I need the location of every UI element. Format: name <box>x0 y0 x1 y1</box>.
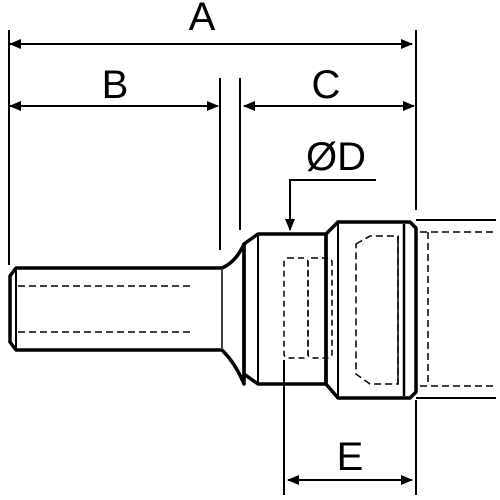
extension-lines <box>8 30 417 495</box>
dimension-d-label: ØD <box>306 135 366 179</box>
dimension-e: E <box>287 435 413 485</box>
dimension-a-label: A <box>189 0 216 39</box>
dimension-c-label: C <box>312 63 341 107</box>
head-section <box>324 220 418 400</box>
dimension-d-leader <box>285 179 376 231</box>
head-outline <box>324 220 418 400</box>
dimension-e-label: E <box>337 435 364 479</box>
dimension-a: A <box>9 0 413 49</box>
dimension-b: B <box>9 63 219 111</box>
head-inner-socket <box>355 235 399 385</box>
dimension-c: C <box>243 63 415 111</box>
inner-pocket-left <box>283 257 309 359</box>
shank-outline <box>8 242 246 386</box>
dimension-b-label: B <box>102 63 129 107</box>
dimension-d: ØD <box>285 135 376 231</box>
inner-pocket-right <box>307 257 333 359</box>
middle-body <box>242 232 333 386</box>
threaded-shank <box>8 242 246 386</box>
adjacent-part <box>416 219 496 399</box>
